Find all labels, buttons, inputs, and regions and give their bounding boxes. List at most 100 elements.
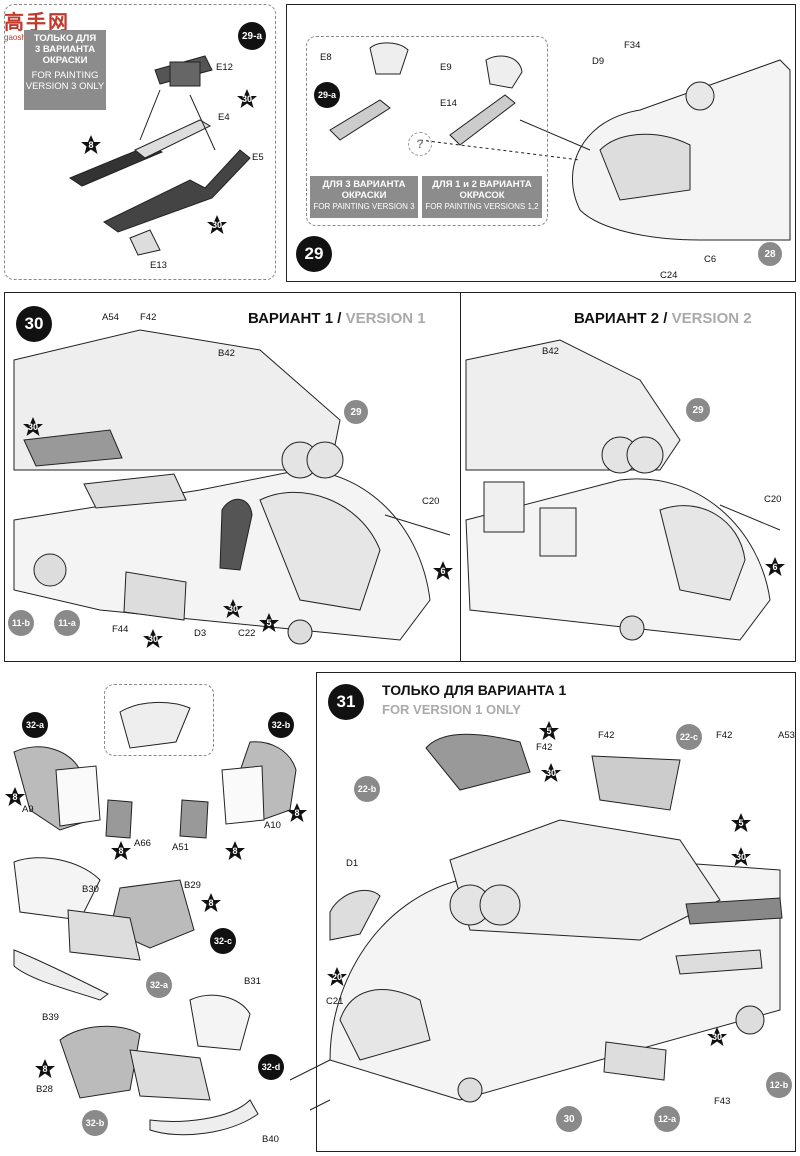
divider-version-1-2 (460, 292, 461, 662)
step-badge-32b: 32-b (268, 712, 294, 738)
part-label-c6: C6 (704, 254, 717, 265)
part-label-c21: C21 (326, 996, 344, 1007)
paint-star-8: 8 (224, 840, 246, 862)
title-step-31-ru: ТОЛЬКО ДЛЯ ВАРИАНТА 1 (382, 682, 567, 698)
part-label-b28: B28 (36, 1084, 53, 1095)
ref-circle-12a: 12-a (654, 1106, 680, 1132)
note-ru-line1: ТОЛЬКО ДЛЯ (33, 33, 97, 44)
part-label-d3: D3 (194, 628, 207, 639)
paint-star-30: 30 (706, 1026, 728, 1048)
part-label-a66: A66 (134, 838, 151, 849)
title-version-1: ВАРИАНТ 1 / VERSION 1 (248, 310, 426, 327)
part-label-c24: C24 (660, 270, 678, 281)
paint-star-30: 30 (206, 214, 228, 236)
part-label-d9: D9 (592, 56, 605, 67)
helicopter-nose-29 (329, 42, 791, 241)
step-badge-29a-ref: 29-a (314, 82, 340, 108)
option1-ru-line2: ОКРАСКИ (341, 190, 387, 201)
paint-star-8: 8 (80, 134, 102, 156)
part-label-e13: E13 (150, 260, 167, 271)
step-badge-29a: 29-a (238, 22, 266, 50)
part-label-b31: B31 (244, 976, 261, 987)
ref-circle-22b: 22-b (354, 776, 380, 802)
part-label-b42: B42 (218, 348, 235, 359)
inset-detail-view (104, 684, 214, 756)
ref-circle-32b: 32-b (82, 1110, 108, 1136)
paint-star-30: 30 (222, 598, 244, 620)
paint-star-30: 30 (236, 88, 258, 110)
part-label-a10: A10 (264, 820, 281, 831)
part-label-e4: E4 (218, 112, 230, 123)
part-label-b42-v2: B42 (542, 346, 559, 357)
part-label-f44: F44 (112, 624, 129, 635)
step-number-29: 29 (296, 236, 332, 272)
cannon-assembly-29a (68, 55, 251, 256)
panel-step-30 (4, 292, 796, 662)
ref-circle-29-v1: 29 (344, 400, 368, 424)
part-label-e5: E5 (252, 152, 264, 163)
paint-star-8: 8 (34, 1058, 56, 1080)
option2-ru-line2: ОКРАСОК (459, 190, 505, 201)
paint-star-5: 5 (538, 720, 560, 742)
panel-step-29-options (306, 36, 548, 226)
part-label-e12: E12 (216, 62, 233, 73)
part-label-e9: E9 (440, 62, 452, 73)
part-label-b30: B30 (82, 884, 99, 895)
paint-star-20: 20 (326, 966, 348, 988)
option2-en: FOR PAINTING VERSIONS 1,2 (425, 202, 539, 211)
part-label-f34: F34 (624, 40, 641, 51)
part-label-b39: B39 (42, 1012, 59, 1023)
ref-circle-22c: 22-c (676, 724, 702, 750)
paint-star-30: 30 (730, 846, 752, 868)
part-label-c20: C20 (422, 496, 440, 507)
paint-star-8: 8 (110, 840, 132, 862)
paint-star-6: 6 (432, 560, 454, 582)
step-badge-32a: 32-a (22, 712, 48, 738)
part-label-a53: A53 (778, 730, 795, 741)
part-label-b40: B40 (262, 1134, 279, 1145)
ref-circle-12b: 12-b (766, 1072, 792, 1098)
ref-circle-11b: 11-b (8, 610, 34, 636)
title-version-2: ВАРИАНТ 2 / VERSION 2 (574, 310, 752, 327)
ref-circle-28: 28 (758, 242, 782, 266)
part-label-a54: A54 (102, 312, 119, 323)
title-v2-en: VERSION 2 (671, 310, 752, 327)
helicopter-fuselage-31 (289, 733, 783, 1111)
paint-star-8: 8 (200, 892, 222, 914)
option1-ru-line1: ДЛЯ 3 ВАРИАНТА (322, 179, 406, 190)
title-step-31-en: FOR VERSION 1 ONLY (382, 702, 521, 717)
paint-star-8: 8 (4, 786, 26, 808)
paint-star-30: 30 (142, 628, 164, 650)
part-label-a9: A9 (22, 804, 34, 815)
ref-circle-32a: 32-a (146, 972, 172, 998)
option-box-version12: ДЛЯ 1 и 2 ВАРИАНТА ОКРАСОК FOR PAINTING … (422, 176, 542, 218)
option2-ru-line1: ДЛЯ 1 и 2 ВАРИАНТА (432, 179, 532, 190)
paint-star-5: 5 (730, 812, 752, 834)
helicopter-fuselage-30-v1 (13, 329, 451, 645)
step-number-31: 31 (328, 684, 364, 720)
paint-star-8: 8 (286, 802, 308, 824)
step-number-30: 30 (16, 306, 52, 342)
part-label-f42-c: F42 (716, 730, 733, 741)
ref-circle-29-v2: 29 (686, 398, 710, 422)
title-v1-ru: ВАРИАНТ 1 / (248, 310, 342, 327)
paint-star-30: 30 (22, 416, 44, 438)
part-label-f42: F42 (140, 312, 157, 323)
question-mark: ? (408, 132, 432, 156)
part-label-c22: C22 (238, 628, 256, 639)
paint-star-30: 30 (540, 762, 562, 784)
part-label-d1: D1 (346, 858, 359, 869)
part-label-f43: F43 (714, 1096, 731, 1107)
part-label-e8: E8 (320, 52, 332, 63)
part-label-a51: A51 (172, 842, 189, 853)
option-box-version3: ДЛЯ 3 ВАРИАНТА ОКРАСКИ FOR PAINTING VERS… (310, 176, 418, 218)
exhaust-parts-32 (13, 701, 297, 1136)
note-ru-line3: ОКРАСКИ (42, 55, 88, 66)
part-label-e14: E14 (440, 98, 457, 109)
option1-en: FOR PAINTING VERSION 3 (313, 202, 415, 211)
painting-note-v3: ТОЛЬКО ДЛЯ 3 ВАРИАНТА ОКРАСКИ FOR PAINTI… (24, 30, 106, 110)
paint-star-5: 5 (258, 612, 280, 634)
part-label-c20-v2: C20 (764, 494, 782, 505)
title-v1-en: VERSION 1 (345, 310, 426, 327)
